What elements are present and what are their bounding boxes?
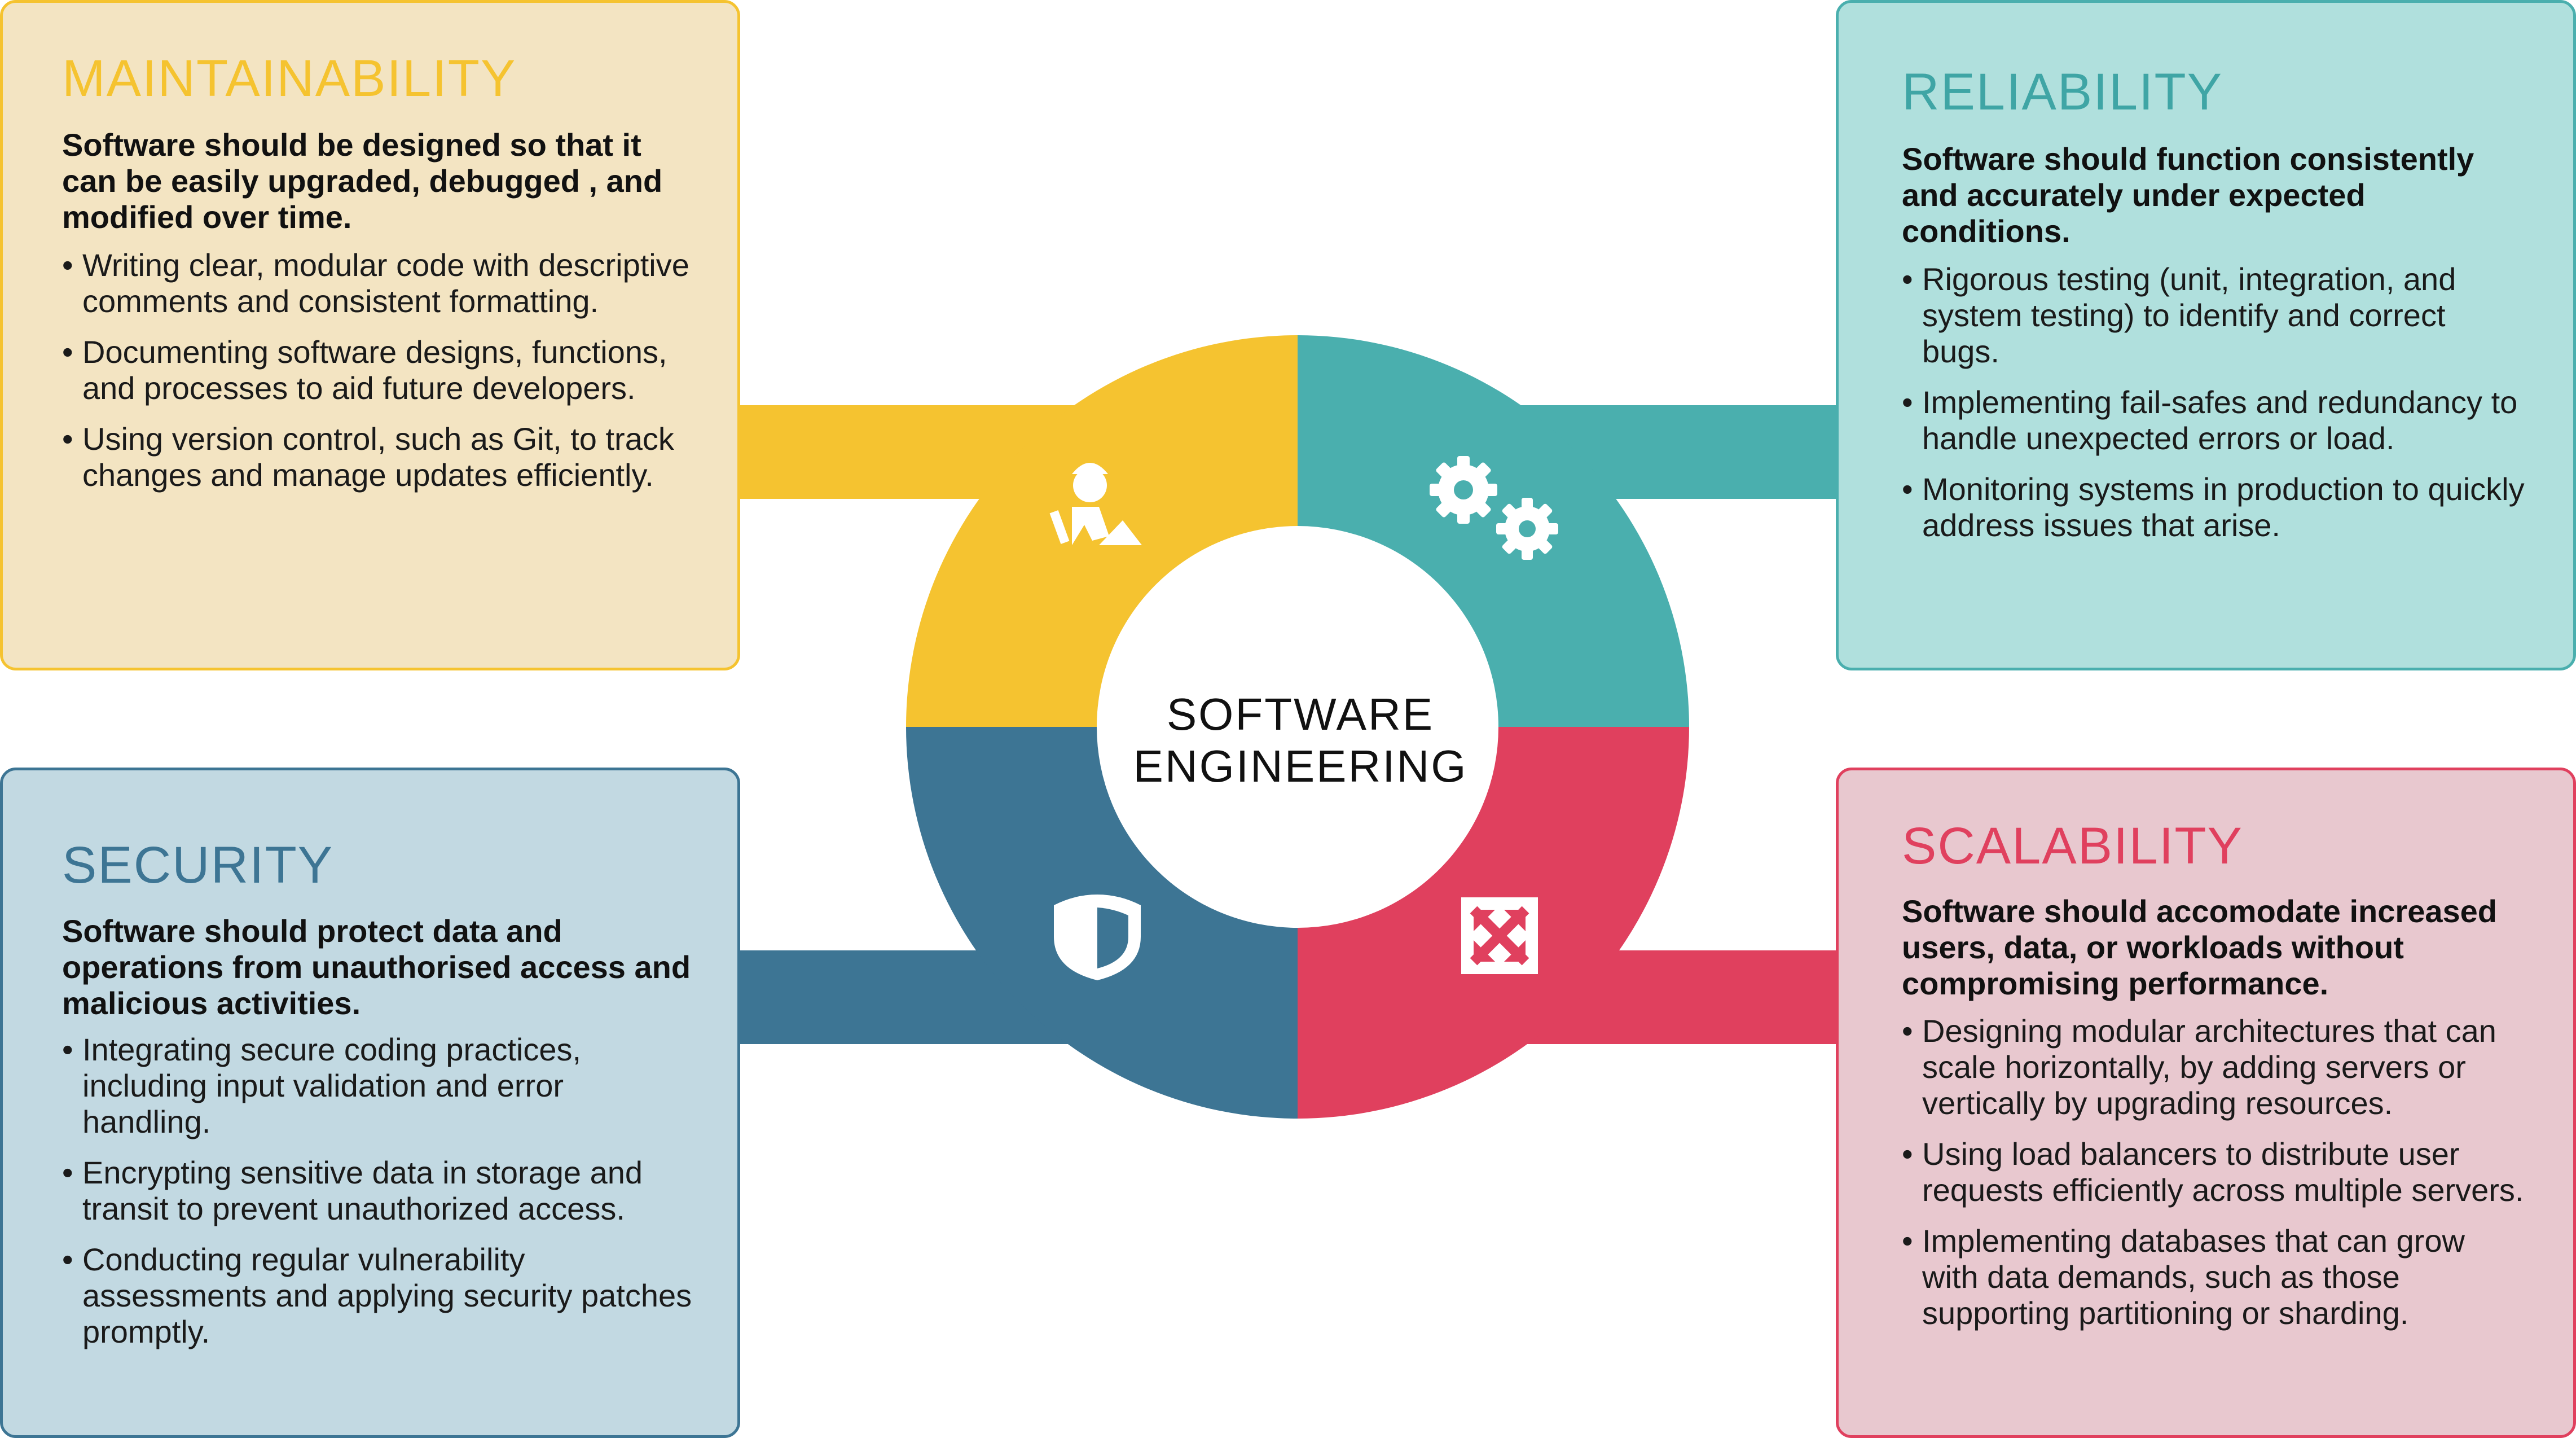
list-item: Writing clear, modular code with descrip… [62, 247, 692, 319]
card-title: MAINTAINABILITY [62, 50, 517, 107]
list-item: Using load balancers to distribute user … [1902, 1136, 2528, 1208]
card-bullet-list: Integrating secure coding practices, inc… [62, 1032, 692, 1365]
list-item: Integrating secure coding practices, inc… [62, 1032, 692, 1140]
card-title: RELIABILITY [1902, 63, 2223, 121]
shield-icon [1054, 895, 1141, 980]
card-lead: Software should function consistently an… [1902, 141, 2474, 249]
list-item: Rigorous testing (unit, integration, and… [1902, 261, 2528, 370]
expand-arrows-icon [1461, 897, 1538, 974]
list-item: Conducting regular vulnerability assessm… [62, 1242, 692, 1350]
center-label-line1: SOFTWARE [1166, 689, 1435, 739]
security-card: SECURITY Software should protect data an… [0, 768, 740, 1438]
center-label: SOFTWARE ENGINEERING [1103, 689, 1498, 792]
card-title: SCALABILITY [1902, 817, 2243, 875]
gears-icon [1430, 456, 1558, 560]
center-label-line2: ENGINEERING [1133, 741, 1468, 791]
card-lead: Software should protect data and operati… [62, 913, 691, 1021]
card-lead: Software should accomodate increased use… [1902, 893, 2497, 1001]
list-item: Encrypting sensitive data in storage and… [62, 1155, 692, 1227]
list-item: Documenting software designs, functions,… [62, 334, 692, 406]
card-bullet-list: Designing modular architectures that can… [1902, 1013, 2528, 1346]
card-bullet-list: Rigorous testing (unit, integration, and… [1902, 261, 2528, 558]
list-item: Using version control, such as Git, to t… [62, 421, 692, 493]
scalability-card: SCALABILITY Software should accomodate i… [1836, 768, 2576, 1438]
list-item: Implementing databases that can grow wit… [1902, 1223, 2528, 1331]
maintainability-card: MAINTAINABILITY Software should be desig… [0, 0, 740, 670]
card-title: SECURITY [62, 836, 334, 894]
construction-worker-icon [1049, 463, 1142, 545]
card-lead: Software should be designed so that it c… [62, 127, 663, 235]
reliability-card: RELIABILITY Software should function con… [1836, 0, 2576, 670]
list-item: Implementing fail-safes and redundancy t… [1902, 384, 2528, 457]
list-item: Monitoring systems in production to quic… [1902, 471, 2528, 543]
center-circle [1097, 526, 1498, 928]
list-item: Designing modular architectures that can… [1902, 1013, 2528, 1121]
card-bullet-list: Writing clear, modular code with descrip… [62, 247, 692, 508]
